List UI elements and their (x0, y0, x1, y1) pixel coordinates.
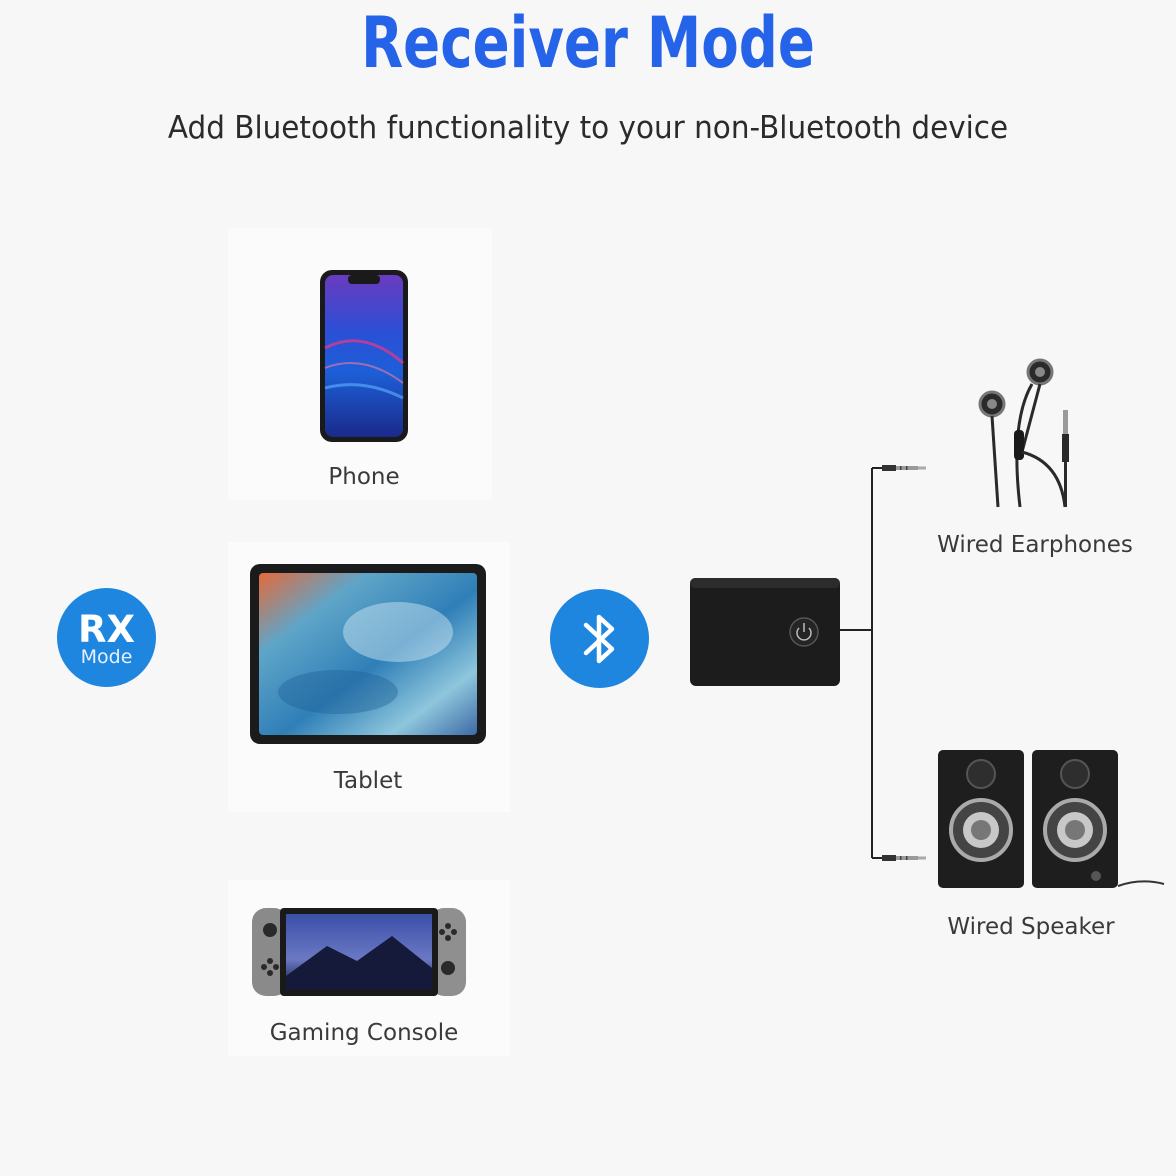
bluetooth-badge (550, 589, 649, 688)
audio-jack-bottom (882, 855, 926, 861)
wired-earphones-label: Wired Earphones (937, 532, 1133, 558)
rx-mode-badge: RX Mode (57, 588, 156, 687)
game-console-icon (252, 908, 466, 996)
bluetooth-icon (583, 614, 614, 663)
tablet-icon (250, 564, 486, 744)
smartphone-icon (320, 270, 408, 442)
rx-badge-subtext: Mode (80, 645, 133, 668)
receiver-device (690, 465, 926, 861)
page-title: Receiver Mode (361, 2, 815, 84)
rx-badge-text: RX (77, 607, 136, 651)
speaker-icon (938, 750, 1165, 888)
tablet-label: Tablet (333, 768, 403, 794)
page-subtitle: Add Bluetooth functionality to your non-… (167, 110, 1009, 146)
audio-jack-top (882, 465, 926, 471)
earphones-icon (978, 358, 1069, 508)
wired-speaker-label: Wired Speaker (947, 914, 1115, 940)
gaming-console-label: Gaming Console (269, 1020, 459, 1046)
phone-label: Phone (328, 464, 400, 490)
